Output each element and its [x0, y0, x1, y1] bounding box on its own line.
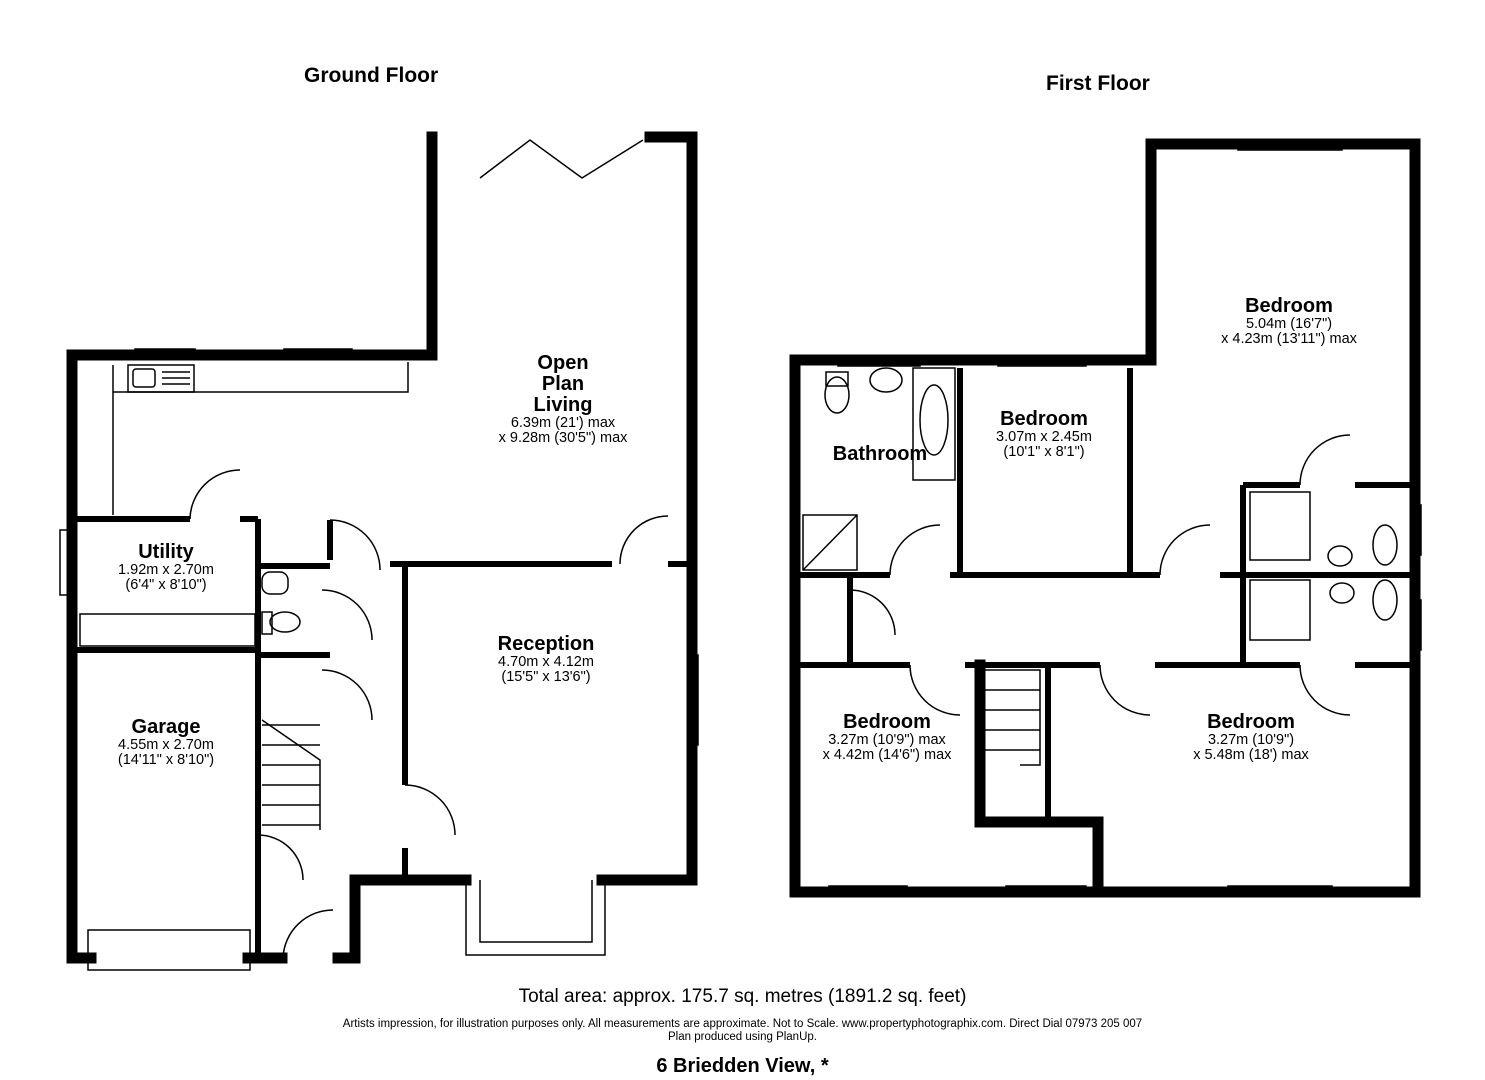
room-name: Living [533, 394, 593, 416]
room-dimension: x 9.28m (30'5") max [498, 430, 628, 447]
room-dimension: 4.70m x 4.12m [498, 654, 594, 670]
room-utility: Utility 1.92m x 2.70m (6'4" x 8'10") [118, 542, 214, 593]
room-reception: Reception 4.70m x 4.12m (15'5" x 13'6") [498, 634, 595, 685]
room-dimension: 6.39m (21') max [510, 415, 616, 431]
room-name: Bedroom [1245, 295, 1333, 317]
room-dimension: (14'11" x 8'10") [117, 752, 215, 769]
room-dimension: 3.27m (10'9") max [828, 732, 946, 748]
room-dimension: 5.04m (16'7") [1245, 316, 1333, 332]
room-dimension: 1.92m x 2.70m [118, 562, 214, 578]
room-name: Bathroom [832, 443, 928, 465]
room-name: Utility [138, 541, 194, 563]
room-name: Garage [131, 716, 201, 738]
room-bedroom-master: Bedroom 5.04m (16'7") x 4.23m (13'11") m… [1221, 296, 1357, 347]
room-name: Bedroom [1207, 711, 1295, 733]
room-dimension: (15'5" x 13'6") [501, 669, 591, 686]
room-name: Open [537, 352, 589, 374]
room-bedroom-left: Bedroom 3.27m (10'9") max x 4.42m (14'6"… [823, 712, 952, 763]
room-name: Plan [541, 373, 585, 395]
room-dimension: (10'1" x 8'1") [1003, 444, 1085, 461]
property-address: 6 Briedden View, * [656, 1055, 829, 1077]
ground-floor-inner-walls [72, 516, 692, 960]
room-open-plan-living: Open Plan Living 6.39m (21') max x 9.28m… [499, 353, 628, 446]
disclaimer-text: Artists impression, for illustration pur… [342, 1018, 1143, 1030]
room-dimension: x 5.48m (18') max [1193, 747, 1309, 764]
room-name: Reception [497, 633, 595, 655]
ground-floor-title: Ground Floor [304, 64, 439, 87]
ground-floor-fixtures [59, 139, 699, 971]
room-name: Bedroom [1000, 408, 1088, 430]
room-dimension: (6'4" x 8'10") [125, 577, 207, 594]
room-bedroom-right: Bedroom 3.27m (10'9") x 5.48m (18') max [1193, 712, 1309, 763]
first-floor-inner-walls [800, 368, 1410, 822]
room-name: Bedroom [843, 711, 931, 733]
room-bedroom-small: Bedroom 3.07m x 2.45m (10'1" x 8'1") [996, 409, 1092, 460]
room-dimension: x 4.42m (14'6") max [822, 747, 952, 764]
total-area: Total area: approx. 175.7 sq. metres (18… [518, 986, 967, 1007]
room-bathroom: Bathroom [833, 444, 927, 465]
room-garage: Garage 4.55m x 2.70m (14'11" x 8'10") [118, 717, 214, 768]
room-dimension: 4.55m x 2.70m [118, 737, 214, 753]
room-dimension: 3.27m (10'9") [1207, 732, 1295, 748]
first-floor-title: First Floor [1046, 72, 1150, 95]
ground-floor-walls [66, 131, 698, 964]
room-dimension: 3.07m x 2.45m [996, 429, 1092, 445]
room-dimension: x 4.23m (13'11") max [1221, 331, 1357, 348]
disclaimer: Artists impression, for illustration pur… [0, 1018, 1485, 1044]
first-floor-walls [789, 138, 1421, 898]
first-floor-fixtures [802, 139, 1422, 897]
produced-by-text: Plan produced using PlanUp. [668, 1031, 817, 1044]
